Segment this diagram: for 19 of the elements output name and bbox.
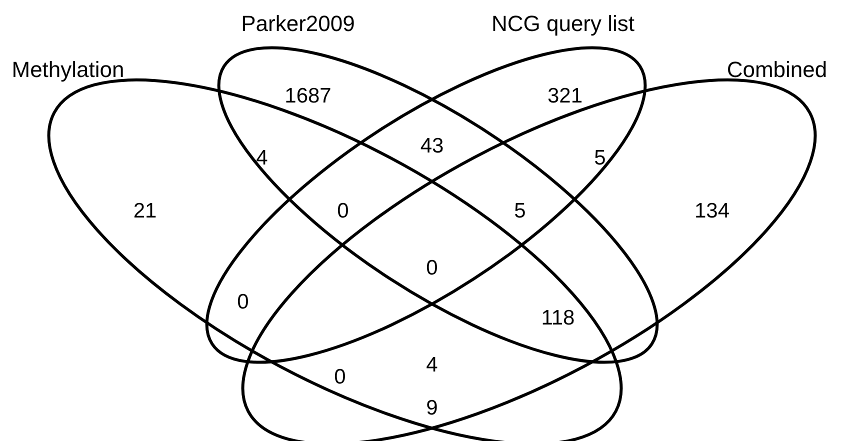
region-count: 9: [426, 396, 438, 420]
region-count: 0: [426, 256, 438, 280]
region-count: 21: [133, 199, 157, 223]
region-count: 5: [594, 146, 606, 170]
region-count: 0: [337, 199, 349, 223]
region-count: 5: [514, 199, 526, 223]
set-label: Combined: [726, 58, 828, 82]
region-count: 4: [426, 353, 438, 377]
region-count: 118: [541, 306, 575, 330]
region-count: 1687: [284, 84, 332, 108]
set-label: Parker2009: [241, 12, 355, 36]
region-count: 321: [547, 84, 583, 108]
region-count: 0: [334, 365, 346, 389]
set-label: NCG query list: [491, 12, 635, 36]
set-label: Methylation: [12, 58, 124, 82]
region-count: 0: [237, 290, 249, 314]
region-count: 4: [256, 146, 268, 170]
region-count: 43: [420, 134, 444, 158]
region-count: 134: [694, 199, 730, 223]
